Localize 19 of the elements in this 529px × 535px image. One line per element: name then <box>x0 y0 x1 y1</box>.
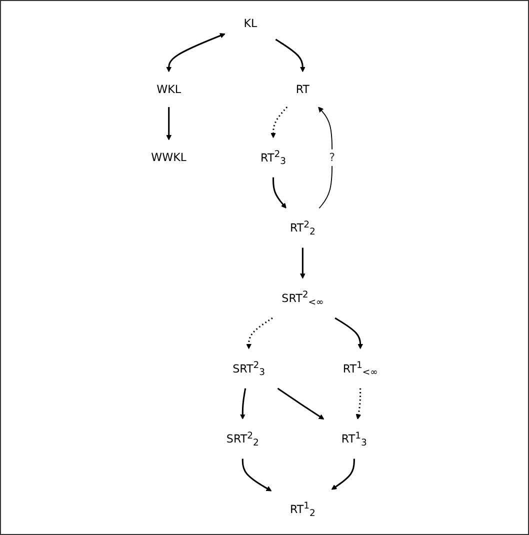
arrow <box>166 107 172 140</box>
arrow <box>240 388 246 420</box>
edge-label: ? <box>329 151 336 164</box>
node-text: RT <box>296 82 310 96</box>
node-text: WKL <box>156 82 182 96</box>
arrow <box>246 317 273 350</box>
arrow <box>331 458 355 490</box>
arrow <box>275 38 306 72</box>
arrow <box>277 388 324 420</box>
arrow <box>300 248 306 279</box>
arrow <box>334 317 364 350</box>
arrow <box>272 177 286 208</box>
arrow <box>270 106 288 138</box>
arrow <box>242 458 272 492</box>
node-text: WWKL <box>151 151 187 164</box>
arrow <box>166 33 226 72</box>
arrow <box>318 106 333 209</box>
arrow <box>356 388 362 420</box>
node-text: KL <box>244 17 258 30</box>
